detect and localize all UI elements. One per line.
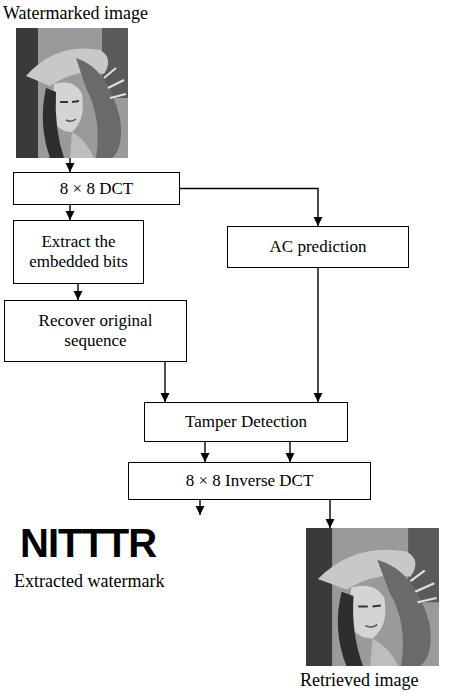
watermark-caption: Extracted watermark xyxy=(14,571,244,592)
flow-arrow xyxy=(314,268,323,402)
flow-arrow xyxy=(66,205,75,220)
watermark-logo: NITTTR xyxy=(14,521,244,565)
process-box: AC prediction xyxy=(227,226,409,268)
flow-arrow xyxy=(180,189,323,227)
flow-arrow xyxy=(286,442,295,462)
flow-arrow xyxy=(66,158,75,172)
arrow-head xyxy=(74,291,83,300)
arrow-head xyxy=(286,453,295,462)
box-label: 8 × 8 Inverse DCT xyxy=(186,471,314,491)
flow-arrow xyxy=(326,500,335,528)
box-label: Tamper Detection xyxy=(185,412,307,432)
arrow-head xyxy=(196,506,205,515)
input-image: Watermarked image xyxy=(3,3,183,158)
lena-picture xyxy=(16,28,128,158)
flow-line xyxy=(180,189,318,227)
flow-arrow xyxy=(161,362,170,402)
flow-line xyxy=(317,268,318,402)
arrow-head xyxy=(201,453,210,462)
box-label: 8 × 8 DCT xyxy=(60,179,133,199)
image-heading: Watermarked image xyxy=(3,3,183,24)
image-caption: Retrieved image xyxy=(300,670,450,691)
box-label: AC prediction xyxy=(270,237,367,257)
arrow-head xyxy=(66,211,75,220)
flow-arrow xyxy=(74,284,83,300)
process-box: 8 × 8 Inverse DCT xyxy=(128,462,371,500)
output-image: Retrieved image xyxy=(300,528,450,694)
process-box: Tamper Detection xyxy=(144,402,348,442)
flow-arrow xyxy=(196,500,205,515)
flow-arrow xyxy=(201,442,210,462)
process-box: 8 × 8 DCT xyxy=(13,172,180,205)
arrow-head xyxy=(314,217,323,226)
watermark-output: NITTTR Extracted watermark xyxy=(14,515,244,607)
arrow-head xyxy=(314,393,323,402)
arrow-head xyxy=(161,393,170,402)
arrow-head xyxy=(326,519,335,528)
box-label: Extract the embedded bits xyxy=(20,232,137,271)
process-box: Recover original sequence xyxy=(4,300,187,362)
box-label: Recover original sequence xyxy=(11,311,180,350)
arrow-head xyxy=(66,163,75,172)
process-box: Extract the embedded bits xyxy=(13,220,144,284)
lena-picture xyxy=(306,528,439,666)
